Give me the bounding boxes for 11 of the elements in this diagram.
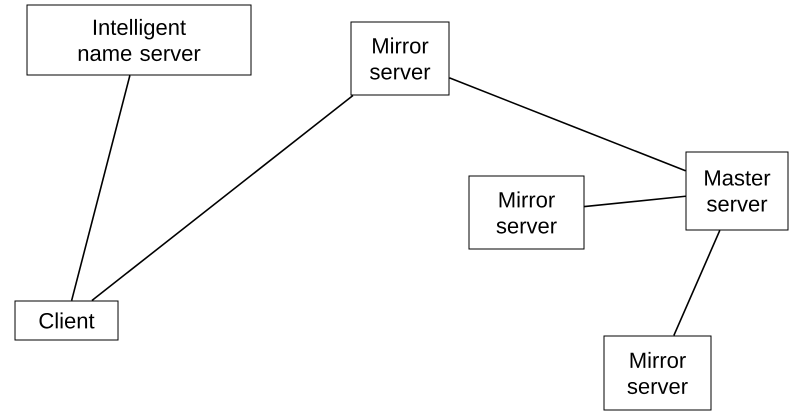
server-box: Client <box>14 300 118 340</box>
server-box: Mirror server <box>604 335 712 410</box>
connector-line <box>673 230 720 336</box>
server-box: Mirror server <box>350 22 450 96</box>
connector-line <box>91 94 354 302</box>
connector-line <box>584 195 686 208</box>
server-box: Intelligent name server <box>26 4 252 76</box>
server-box: Mirror server <box>468 176 584 250</box>
connector-line <box>70 75 131 301</box>
connector-line <box>449 77 686 172</box>
server-box: Master server <box>686 152 788 230</box>
